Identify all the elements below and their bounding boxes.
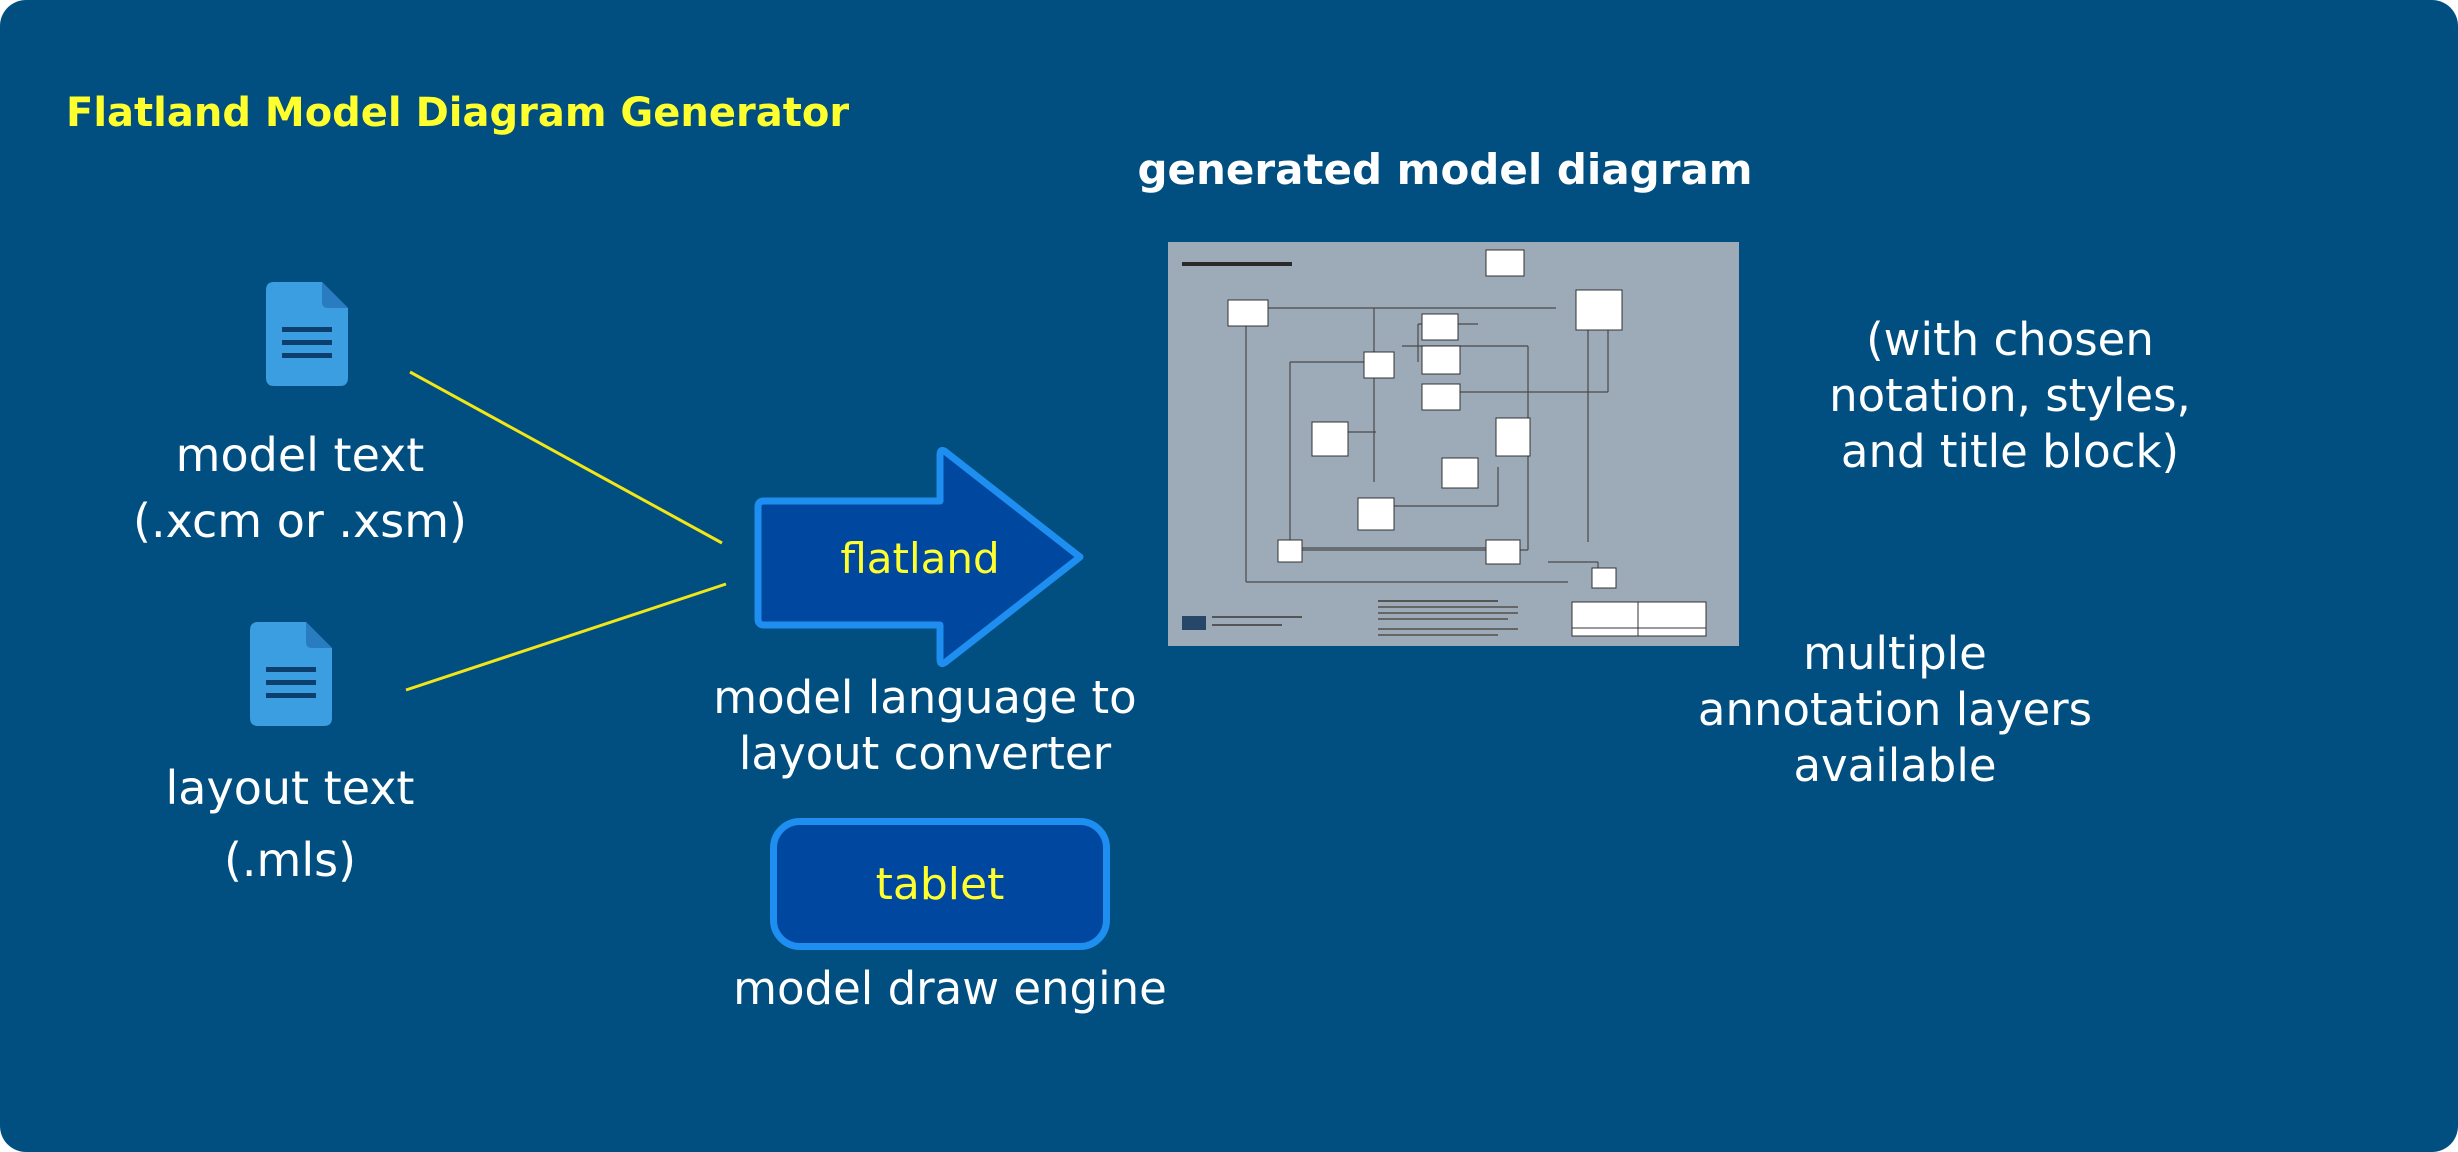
layers-note-line: available: [1793, 739, 1997, 792]
output-heading: generated model diagram: [1137, 145, 1753, 194]
generated-diagram-thumbnail: [1168, 242, 1739, 646]
notation-note-line: notation, styles,: [1829, 369, 2191, 422]
document-icon: [266, 282, 348, 386]
layout-text-label: layout text (.mls): [110, 752, 470, 896]
model-text-label: model text (.xcm or .xsm): [80, 422, 520, 554]
notation-note: (with chosen notation, styles, and title…: [1780, 312, 2240, 480]
document-icon: [250, 622, 332, 726]
model-text-name: model text: [175, 428, 425, 482]
flatland-arrow: flatland: [754, 446, 1084, 668]
notation-note-line: (with chosen: [1866, 313, 2154, 366]
model-text-extensions: (.xcm or .xsm): [133, 494, 467, 548]
layout-text-extension: (.mls): [223, 833, 357, 887]
annotation-layers-note: multiple annotation layers available: [1650, 626, 2140, 794]
layers-note-line: multiple: [1803, 627, 1987, 680]
draw-engine-description: model draw engine: [733, 962, 1167, 1015]
tablet-label: tablet: [875, 858, 1005, 910]
converter-description: model language to layout converter: [640, 670, 1210, 782]
notation-note-line: and title block): [1840, 425, 2180, 478]
converter-description-line: layout converter: [738, 727, 1112, 780]
tablet-box: tablet: [770, 818, 1110, 950]
layout-text-connector: [405, 582, 727, 692]
layers-note-line: annotation layers: [1697, 683, 2093, 736]
flatland-label: flatland: [840, 534, 999, 583]
layout-text-name: layout text: [165, 761, 415, 815]
model-text-connector: [409, 370, 723, 545]
page-title: Flatland Model Diagram Generator: [66, 90, 850, 136]
converter-description-line: model language to: [713, 671, 1137, 724]
